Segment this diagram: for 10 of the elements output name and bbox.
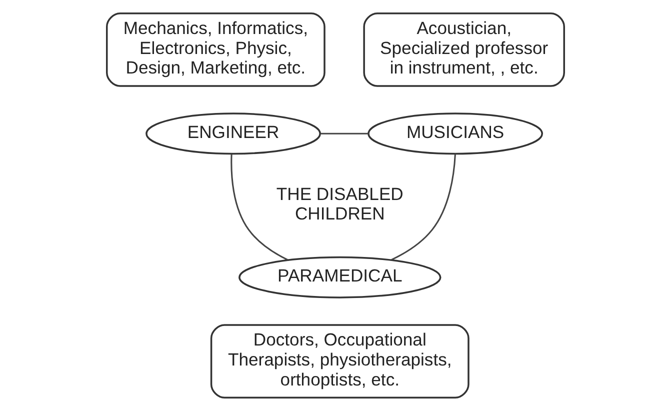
node-box: Acoustician, Specialized professor in instrument, , etc.: [362, 12, 564, 86]
connector: [390, 153, 456, 260]
node-ellipse: MUSICIANS: [367, 112, 543, 154]
connector: [320, 132, 368, 134]
node-box: Doctors, Occupational Therapists, physiotherapists, orthoptists, etc.: [210, 324, 469, 398]
connector: [230, 154, 288, 260]
node-box: Mechanics, Informatics, Electronics, Physic, Design, Marketing, etc.: [106, 12, 325, 86]
node-ellipse: ENGINEER: [145, 112, 320, 154]
label: THE DISABLED CHILDREN: [276, 183, 403, 224]
node-ellipse: PARAMEDICAL: [238, 256, 441, 298]
